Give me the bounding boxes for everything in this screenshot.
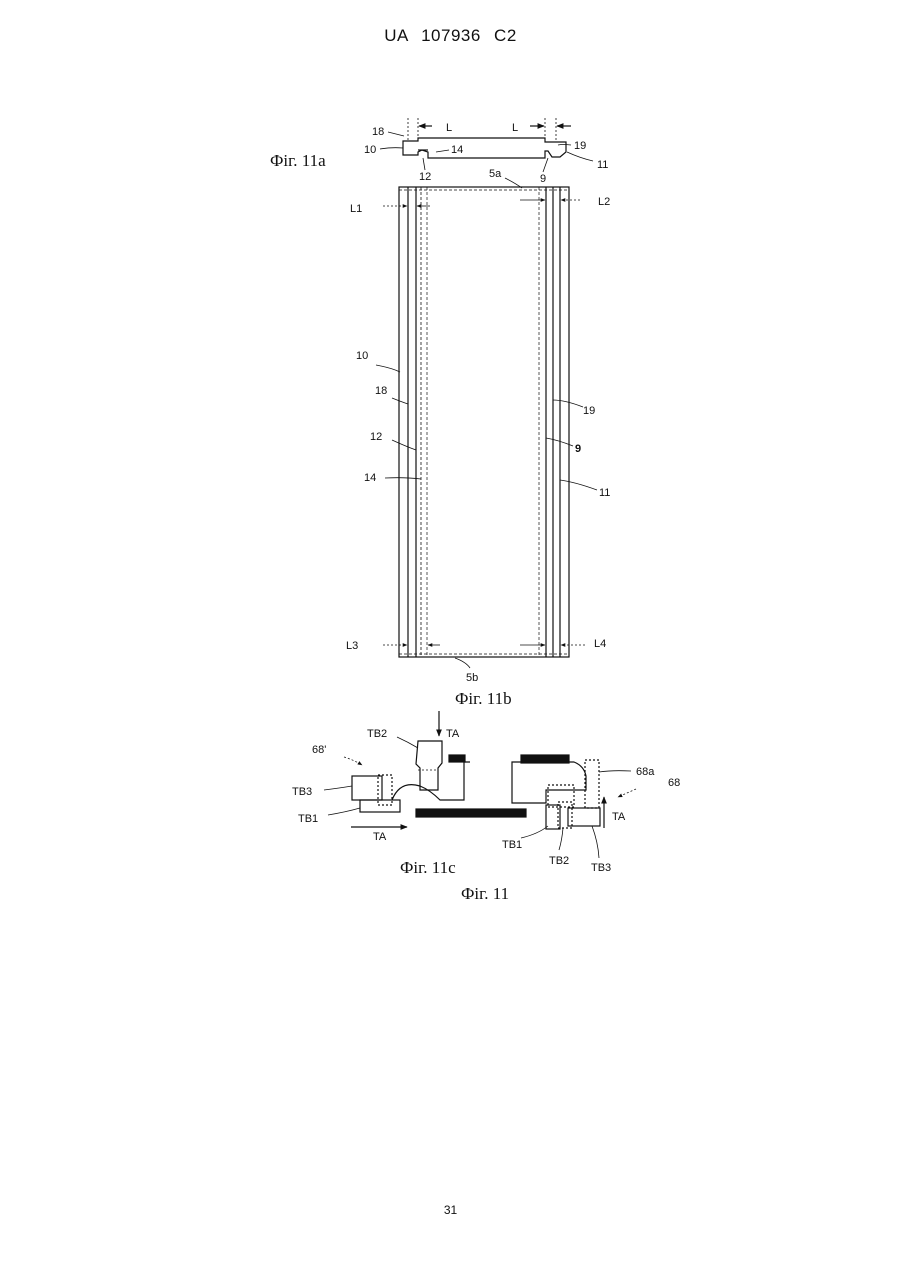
label-9b: 9 xyxy=(575,443,581,455)
label-11b: 11 xyxy=(599,487,610,499)
label-TB3-left: TB3 xyxy=(292,786,312,798)
label-12: 12 xyxy=(419,171,431,183)
tool-inner-right xyxy=(548,785,574,807)
label-12b: 12 xyxy=(370,431,382,443)
label-14: 14 xyxy=(451,144,463,156)
panel-profile xyxy=(403,138,566,158)
leader-TB1-right xyxy=(521,826,548,838)
tool-68a xyxy=(585,760,599,808)
figure-11a-labels: L L 18 10 14 12 9 19 11 xyxy=(364,122,608,185)
label-L1: L1 xyxy=(350,203,362,215)
label-10b: 10 xyxy=(356,350,368,362)
leader-10b xyxy=(376,365,400,372)
fig11a-caption: Фіг. 11а xyxy=(270,151,326,170)
leader-TB1-left xyxy=(328,808,360,815)
figure-11b-labels: 5a 5b L1 L2 L3 L4 10 18 12 14 19 9 11 Фі… xyxy=(346,168,610,708)
label-L-left: L xyxy=(446,122,452,134)
dark-bar-top-right xyxy=(521,755,569,763)
dark-bar-bottom xyxy=(416,809,526,817)
label-L-right: L xyxy=(512,122,518,134)
panel-edge-left xyxy=(392,762,470,800)
panel-outline xyxy=(399,187,569,657)
leader-18 xyxy=(388,132,404,136)
label-TB2-top: TB2 xyxy=(367,728,387,740)
panel-edge-right xyxy=(512,762,586,803)
leader-9 xyxy=(543,158,548,172)
label-19b: 19 xyxy=(583,405,595,417)
fig11b-caption: Фіг. 11b xyxy=(455,689,512,708)
fig11c-caption: Фіг. 11с xyxy=(400,858,456,877)
leader-19 xyxy=(558,145,571,146)
leader-11b xyxy=(560,480,597,490)
label-10: 10 xyxy=(364,144,376,156)
leader-5b xyxy=(455,658,470,668)
page-number: 31 xyxy=(0,1203,901,1217)
label-TB1-right: TB1 xyxy=(502,839,522,851)
label-68: 68 xyxy=(668,777,680,789)
leader-14 xyxy=(436,150,449,152)
label-19: 19 xyxy=(574,140,586,152)
fig11-caption: Фіг. 11 xyxy=(461,884,509,903)
leader-10 xyxy=(380,148,403,149)
leader-12b xyxy=(392,440,416,450)
figure-11b xyxy=(376,178,597,668)
label-TB1-left: TB1 xyxy=(298,813,318,825)
tool-TB3-right xyxy=(568,808,600,826)
label-TA-top: TA xyxy=(446,728,460,740)
label-L3: L3 xyxy=(346,640,358,652)
leader-18b xyxy=(392,398,408,404)
leader-68a xyxy=(599,771,631,772)
label-9: 9 xyxy=(540,173,546,185)
leader-19b xyxy=(553,400,583,407)
label-TA-bottom: TA xyxy=(373,831,387,843)
label-L4: L4 xyxy=(594,638,606,650)
label-68prime: 68' xyxy=(312,744,326,756)
arrow-68prime xyxy=(344,757,362,765)
leader-TB3-left xyxy=(324,786,352,790)
leader-12 xyxy=(423,158,425,170)
label-L2: L2 xyxy=(598,196,610,208)
leader-11 xyxy=(567,152,593,161)
tool-TB3-left xyxy=(352,776,382,800)
label-14b: 14 xyxy=(364,472,376,484)
label-TB3-right: TB3 xyxy=(591,862,611,874)
label-5b: 5b xyxy=(466,672,478,684)
leader-TB2-right xyxy=(559,828,563,850)
arrow-68 xyxy=(618,789,636,797)
figure-11a: Фіг. 11а xyxy=(270,118,593,172)
label-11: 11 xyxy=(597,159,608,171)
label-18b: 18 xyxy=(375,385,387,397)
label-18: 18 xyxy=(372,126,384,138)
label-68a: 68a xyxy=(636,766,655,778)
tool-TB1-left xyxy=(360,800,400,812)
label-TB2-right: TB2 xyxy=(549,855,569,867)
tool-TB2-top xyxy=(416,741,442,790)
label-TA-right: TA xyxy=(612,811,626,823)
dark-bar-top-left xyxy=(449,755,465,762)
leader-TB3-right xyxy=(592,826,599,858)
label-5a: 5a xyxy=(489,168,502,180)
leader-TB2-top xyxy=(397,737,418,748)
